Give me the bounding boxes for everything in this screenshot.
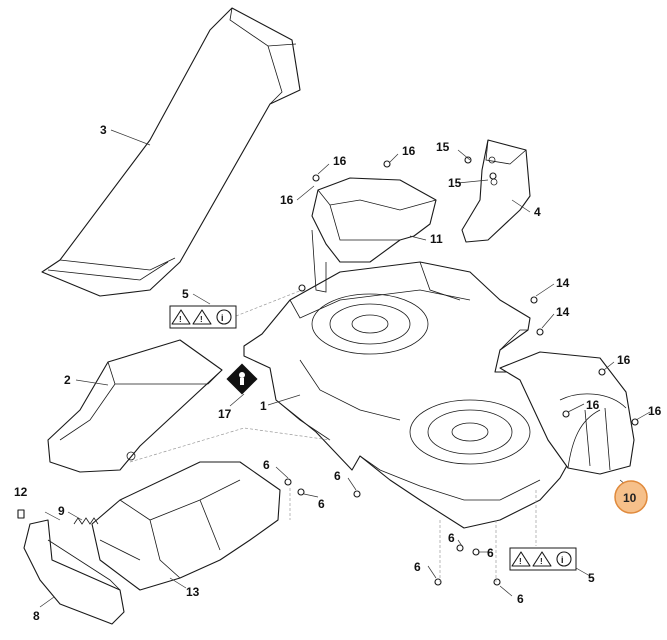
part-13-skirt bbox=[91, 461, 281, 591]
callout-6-c: 6 bbox=[334, 469, 341, 483]
svg-text:i: i bbox=[561, 555, 564, 565]
callout-6-b: 6 bbox=[318, 497, 325, 511]
manual-read-icon: i bbox=[556, 551, 572, 567]
part-12-screw bbox=[17, 509, 25, 519]
callout-5-lower: 5 bbox=[588, 571, 595, 585]
svg-text:!: ! bbox=[179, 315, 182, 324]
callout-14-top: 14 bbox=[556, 276, 570, 290]
callout-10: 10 bbox=[623, 491, 637, 505]
highlight-circle-10 bbox=[614, 480, 648, 514]
part-1-deck bbox=[243, 261, 571, 529]
part-4-bracket bbox=[461, 139, 531, 243]
callout-11: 11 bbox=[430, 232, 443, 246]
callout-8: 8 bbox=[33, 609, 40, 623]
callout-15-bottom: 15 bbox=[448, 176, 462, 190]
warning-icon: ! bbox=[192, 309, 212, 325]
callout-16-cover-left: 16 bbox=[280, 193, 294, 207]
callout-13: 13 bbox=[186, 585, 200, 599]
callout-6-d: 6 bbox=[448, 531, 455, 545]
callout-3: 3 bbox=[100, 123, 107, 137]
manual-read-icon: i bbox=[216, 309, 232, 325]
callout-16-hood-right: 16 bbox=[648, 404, 662, 418]
svg-text:!: ! bbox=[519, 557, 522, 566]
callout-16-hood-mid: 16 bbox=[586, 398, 600, 412]
svg-text:!: ! bbox=[540, 557, 543, 566]
callout-2: 2 bbox=[64, 373, 71, 387]
svg-text:i: i bbox=[221, 313, 224, 323]
callout-numbers: 3 2 1 5 11 4 15 15 16 16 16 14 14 16 16 … bbox=[14, 123, 662, 623]
svg-text:!: ! bbox=[200, 315, 203, 324]
part-2-deflector bbox=[47, 339, 223, 473]
callout-5-upper: 5 bbox=[182, 287, 189, 301]
callout-1: 1 bbox=[260, 399, 267, 413]
fasteners bbox=[284, 156, 639, 586]
callout-14-bottom: 14 bbox=[556, 305, 570, 319]
callout-6-f: 6 bbox=[414, 560, 421, 574]
callout-6-a: 6 bbox=[263, 458, 270, 472]
callout-9: 9 bbox=[58, 504, 65, 518]
callout-16-cover-top: 16 bbox=[333, 154, 347, 168]
part-8-flap bbox=[23, 519, 125, 625]
callout-17: 17 bbox=[218, 407, 232, 421]
callout-16-cover-right: 16 bbox=[402, 144, 416, 158]
part-11-cover bbox=[311, 177, 437, 293]
callout-15-top: 15 bbox=[436, 140, 450, 154]
callout-4: 4 bbox=[534, 205, 541, 219]
warning-icon: ! bbox=[511, 551, 531, 567]
warning-icon: ! bbox=[171, 309, 191, 325]
callout-16-hood-top: 16 bbox=[617, 353, 631, 367]
callout-6-e: 6 bbox=[487, 546, 494, 560]
operator-symbol-icon bbox=[226, 363, 258, 395]
callout-6-g: 6 bbox=[517, 592, 524, 606]
warning-icon: ! bbox=[532, 551, 552, 567]
warning-label-group-upper: ! ! i bbox=[169, 305, 237, 329]
callout-12: 12 bbox=[14, 485, 28, 499]
warning-label-group-lower: ! ! i bbox=[509, 547, 577, 571]
part-3-chute bbox=[41, 7, 301, 297]
